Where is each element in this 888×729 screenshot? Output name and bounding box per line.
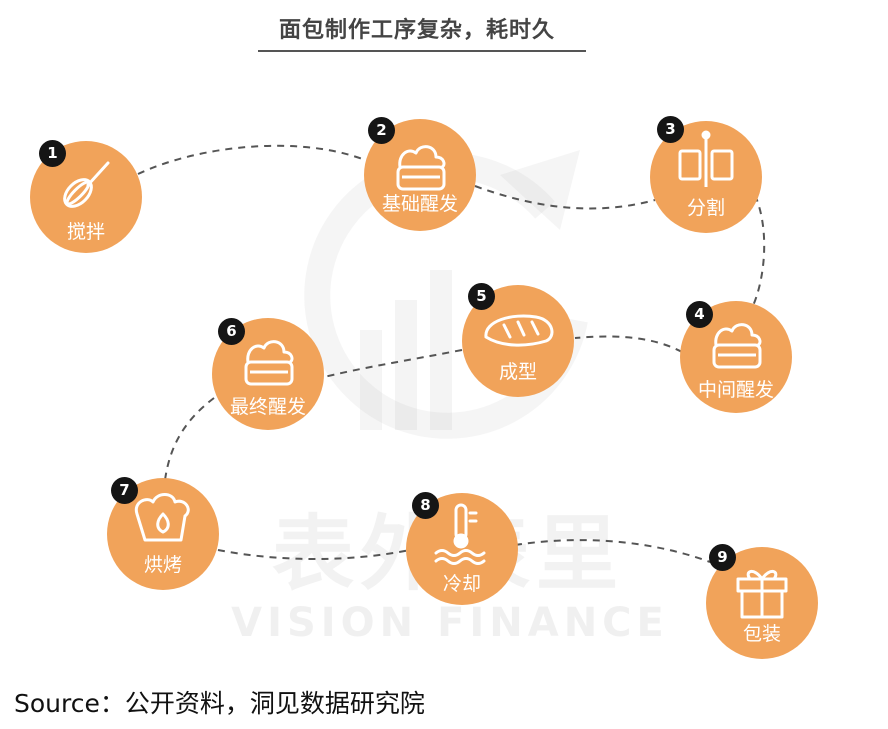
step-8-badge: 8 [412, 492, 439, 519]
step-2-badge: 2 [368, 117, 395, 144]
step-7-badge: 7 [111, 477, 138, 504]
step-1-label: 搅拌 [66, 221, 105, 243]
step-4-badge: 4 [686, 301, 713, 328]
step-6-badge: 6 [218, 318, 245, 345]
title-underline [258, 50, 586, 52]
diagram-title: 面包制作工序复杂，耗时久 [278, 18, 555, 43]
step-8-label: 冷却 [442, 573, 481, 595]
step-5-badge: 5 [468, 283, 495, 310]
bread-loaf-icon [484, 314, 554, 347]
step-1-badge: 1 [39, 140, 66, 167]
source-note: Source：公开资料，洞见数据研究院 [14, 689, 425, 718]
step-3-badge: 3 [657, 116, 684, 143]
dough-bowl-icon [244, 340, 294, 386]
oven-flame-icon [134, 493, 190, 542]
whisk-icon [63, 161, 110, 208]
step-7-label: 烘烤 [143, 554, 182, 576]
step-3-label: 分割 [686, 197, 725, 219]
step-2-label: 基础醒发 [381, 193, 458, 215]
divide-icon [678, 130, 734, 187]
watermark-en: VISION FINANCE [231, 600, 669, 646]
gift-box-icon [736, 570, 788, 619]
step-9-badge: 9 [709, 544, 736, 571]
step-5-label: 成型 [498, 361, 537, 383]
step-9-label: 包装 [742, 623, 781, 645]
dough-bowl-icon [396, 145, 446, 191]
thermometer-icon [434, 503, 486, 565]
step-6-label: 最终醒发 [229, 396, 306, 418]
step-4-label: 中间醒发 [697, 379, 774, 401]
step-5-circle: 成型 [462, 285, 574, 397]
dough-bowl-icon [712, 323, 762, 369]
